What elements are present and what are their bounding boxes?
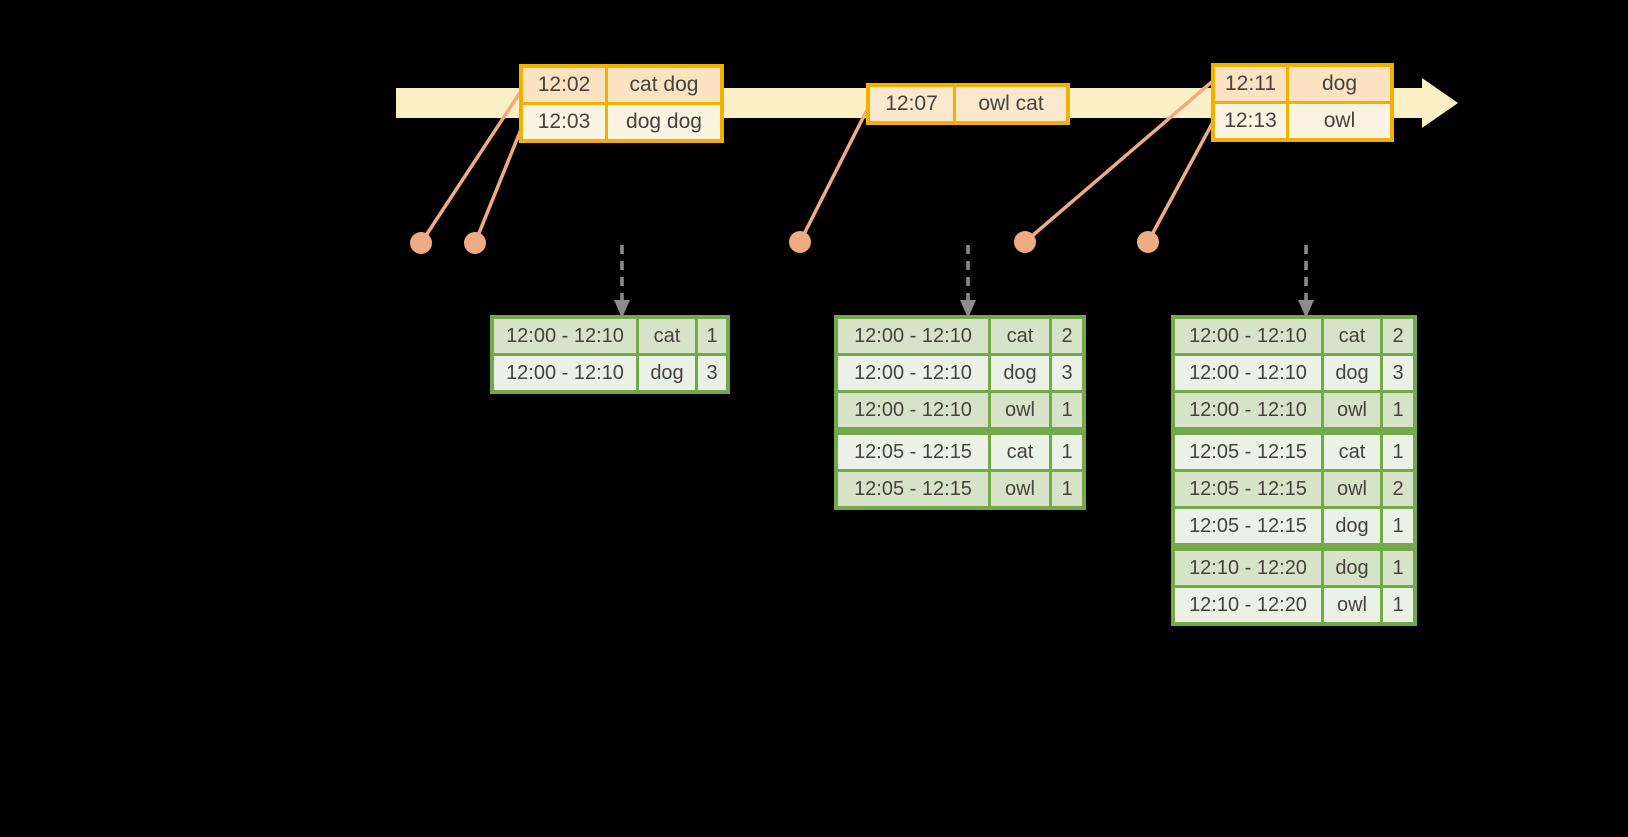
window-cell: 12:05 - 12:15 (1175, 435, 1321, 469)
event-connector-line (473, 121, 526, 244)
window-cell: 12:00 - 12:10 (1175, 356, 1321, 390)
event-time-cell: 12:03 (523, 105, 605, 139)
event-words-cell: owl (1289, 104, 1390, 138)
event-words-cell: cat dog (608, 68, 720, 102)
event-dot (789, 231, 811, 253)
event-dot (1014, 231, 1036, 253)
window-cell: 12:10 - 12:20 (1175, 588, 1321, 622)
word-cell: owl (1324, 472, 1380, 506)
count-cell: 1 (1383, 509, 1413, 543)
word-cell: cat (991, 435, 1049, 469)
event-words-cell: owl cat (956, 87, 1066, 121)
event-dots (410, 231, 1159, 254)
event-time-cell: 12:07 (870, 87, 953, 121)
count-cell: 2 (1052, 319, 1082, 353)
word-cell: owl (1324, 393, 1380, 427)
word-cell: cat (639, 319, 695, 353)
window-cell: 12:00 - 12:10 (838, 319, 988, 353)
event-connector-line (1146, 121, 1215, 243)
count-cell: 1 (698, 319, 726, 353)
count-cell: 1 (1052, 472, 1082, 506)
trigger-arrows (614, 245, 1314, 318)
word-cell: dog (1324, 356, 1380, 390)
word-cell: owl (991, 393, 1049, 427)
count-cell: 3 (1383, 356, 1413, 390)
word-cell: cat (1324, 435, 1380, 469)
event-dot (1137, 231, 1159, 253)
event-time-cell: 12:13 (1215, 104, 1286, 138)
event-connector-lines (419, 78, 1216, 244)
trigger-arrow-icon (614, 245, 630, 318)
count-cell: 2 (1383, 319, 1413, 353)
trigger-arrow-icon (960, 245, 976, 318)
count-cell: 1 (1383, 435, 1413, 469)
window-cell: 12:05 - 12:15 (838, 472, 988, 506)
event-words-cell: dog dog (608, 105, 720, 139)
count-cell: 1 (1052, 435, 1082, 469)
window-cell: 12:05 - 12:15 (838, 435, 988, 469)
event-dot (464, 232, 486, 254)
window-cell: 12:00 - 12:10 (494, 356, 636, 390)
event-connector-line (1023, 78, 1216, 244)
count-cell: 1 (1052, 393, 1082, 427)
event-time-cell: 12:11 (1215, 67, 1286, 101)
window-cell: 12:10 - 12:20 (1175, 551, 1321, 585)
window-cell: 12:00 - 12:10 (494, 319, 636, 353)
timeline-arrowhead-icon (1422, 78, 1458, 128)
trigger-arrow-icon (1298, 245, 1314, 318)
word-cell: dog (1324, 509, 1380, 543)
count-cell: 3 (698, 356, 726, 390)
window-cell: 12:00 - 12:10 (1175, 393, 1321, 427)
count-cell: 1 (1383, 588, 1413, 622)
word-cell: dog (991, 356, 1049, 390)
word-cell: owl (991, 472, 1049, 506)
window-cell: 12:00 - 12:10 (838, 356, 988, 390)
count-cell: 3 (1052, 356, 1082, 390)
event-words-cell: dog (1289, 67, 1390, 101)
window-cell: 12:05 - 12:15 (1175, 472, 1321, 506)
word-cell: owl (1324, 588, 1380, 622)
word-cell: dog (639, 356, 695, 390)
event-time-cell: 12:02 (523, 68, 605, 102)
window-cell: 12:00 - 12:10 (838, 393, 988, 427)
window-cell: 12:05 - 12:15 (1175, 509, 1321, 543)
count-cell: 1 (1383, 551, 1413, 585)
word-cell: cat (991, 319, 1049, 353)
event-connector-line (798, 105, 871, 243)
word-cell: dog (1324, 551, 1380, 585)
count-cell: 2 (1383, 472, 1413, 506)
count-cell: 1 (1383, 393, 1413, 427)
window-cell: 12:00 - 12:10 (1175, 319, 1321, 353)
word-cell: cat (1324, 319, 1380, 353)
event-dot (410, 232, 432, 254)
event-connector-line (419, 87, 525, 244)
